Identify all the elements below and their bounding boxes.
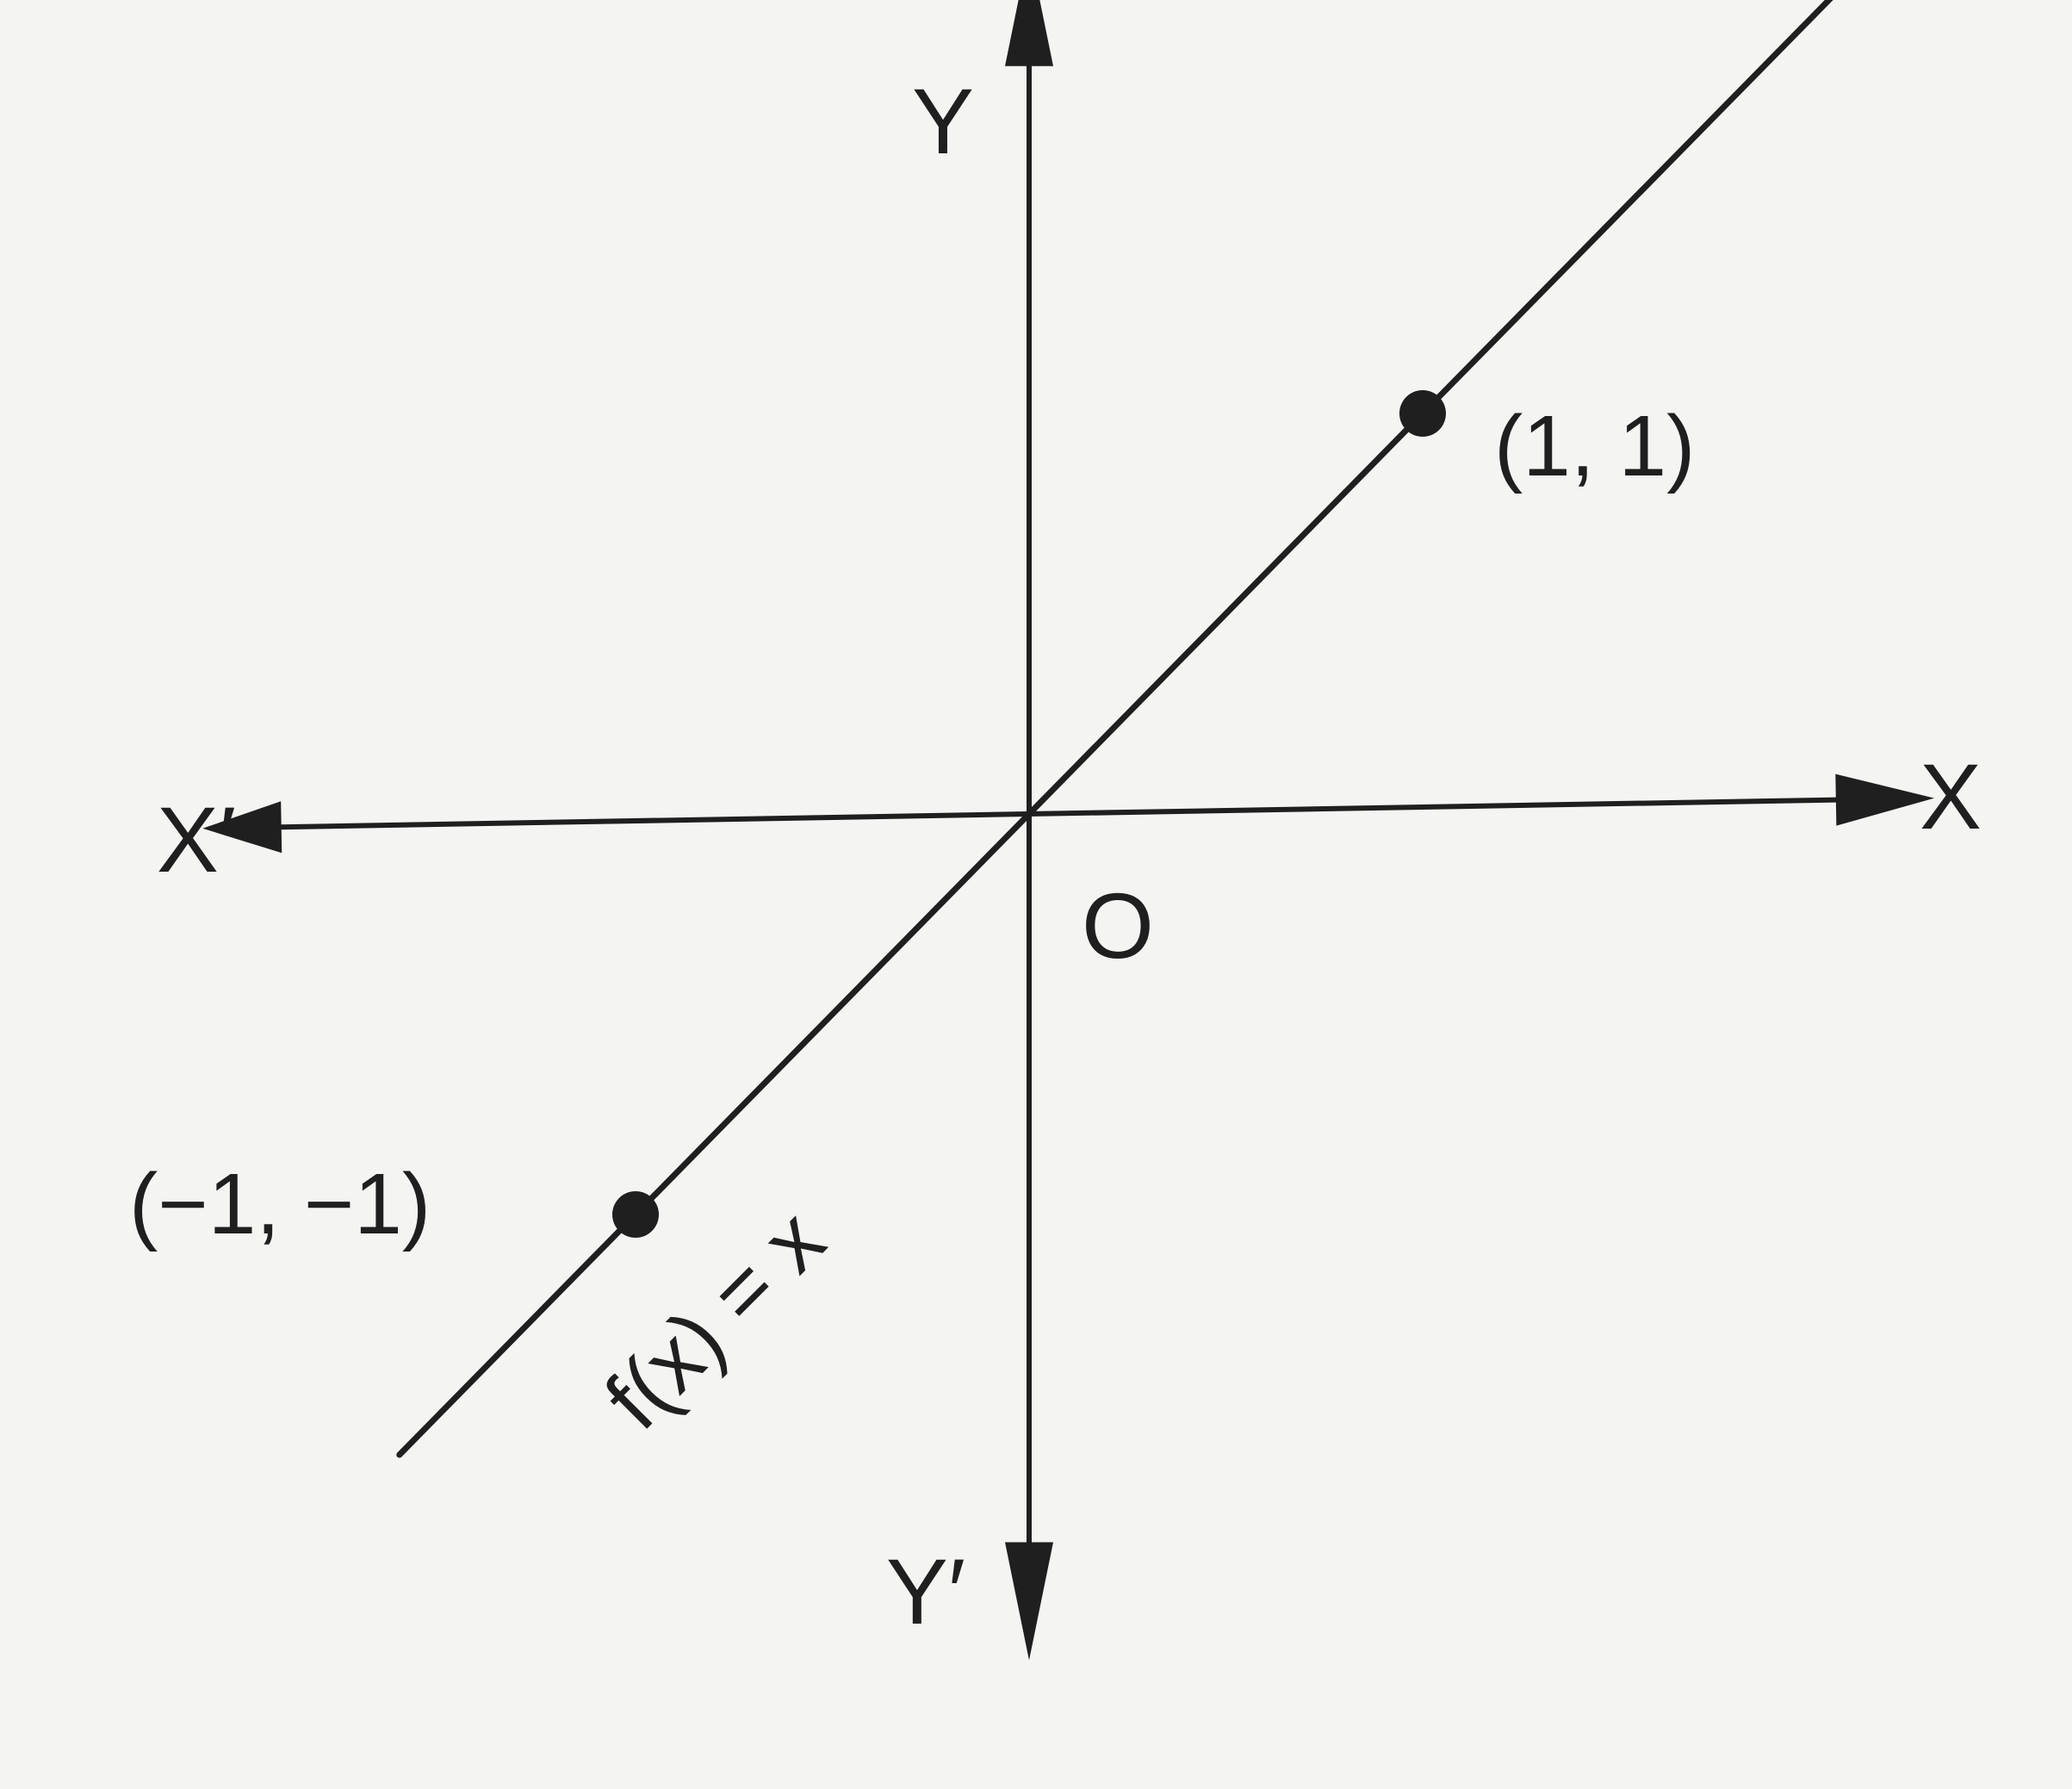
x-axis-negative-label: X′ bbox=[157, 787, 236, 891]
y-axis-negative-label: Y′ bbox=[886, 1539, 965, 1643]
x-axis bbox=[261, 797, 1856, 830]
x-axis-label: X bbox=[1920, 744, 1982, 848]
point-mark-2 bbox=[612, 1191, 659, 1238]
point-label-1-1: (1, 1) bbox=[1494, 398, 1695, 494]
y-axis-label: Y bbox=[912, 69, 974, 173]
point-mark-1 bbox=[1399, 390, 1446, 437]
origin-label: O bbox=[1082, 873, 1154, 978]
x-axis-negative-arrow bbox=[202, 801, 282, 854]
axes bbox=[202, 0, 1935, 1661]
y-axis-positive-arrow bbox=[1005, 0, 1053, 66]
point-marks bbox=[612, 390, 1446, 1238]
y-axis-negative-arrow bbox=[1005, 1542, 1053, 1661]
function-line bbox=[396, 0, 1833, 1458]
x-axis-positive-arrow bbox=[1835, 773, 1935, 826]
point-label-neg1-neg1: (−1, −1) bbox=[129, 1156, 431, 1252]
